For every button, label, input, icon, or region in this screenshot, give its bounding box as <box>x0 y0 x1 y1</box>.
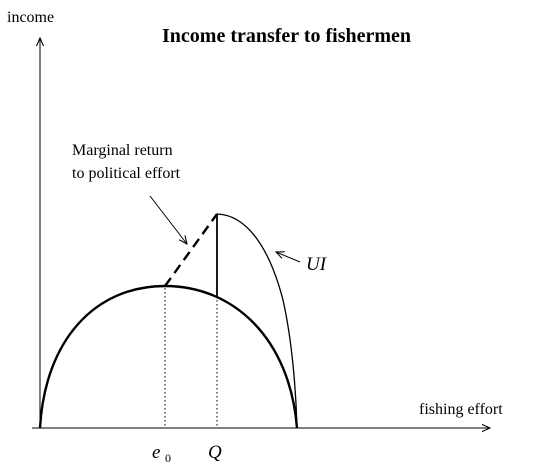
annotation-arrow <box>149 195 187 244</box>
annotation-line1: Marginal return <box>72 142 173 159</box>
ui-curve <box>216 213 298 429</box>
y-axis-label: income <box>7 9 54 26</box>
yield-curve <box>38 284 299 429</box>
diagram-title: Income transfer to fishermen <box>162 25 411 47</box>
x-axis-label: fishing effort <box>419 401 503 418</box>
tick-e0-subscript: 0 <box>165 451 171 465</box>
annotation-line2: to political effort <box>72 165 181 182</box>
tick-q: Q <box>208 442 222 463</box>
ui-curve-label: UI <box>306 254 328 275</box>
tick-e0: e <box>152 442 160 463</box>
ui-label-arrow <box>276 252 301 263</box>
